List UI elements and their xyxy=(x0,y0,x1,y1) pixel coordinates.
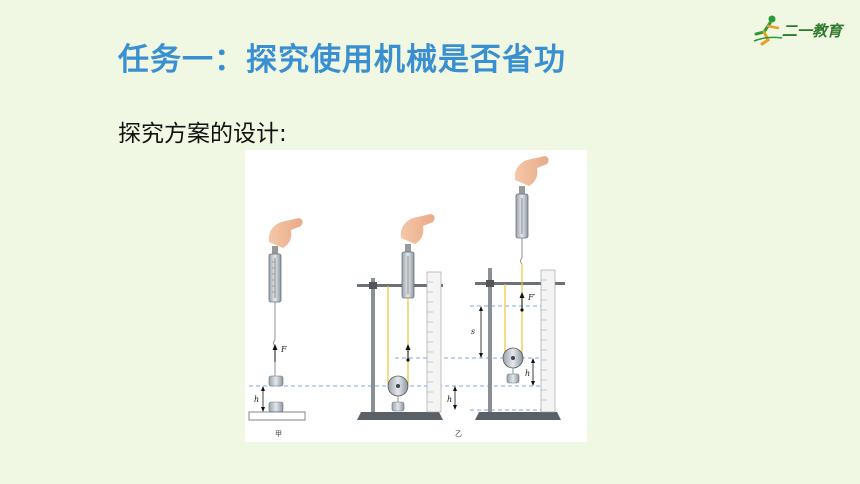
logo-text: 二一教育 xyxy=(782,22,843,40)
force-label-right: F′ xyxy=(527,293,536,302)
distance-label: s xyxy=(471,327,475,336)
panel-left: F h 甲 xyxy=(248,218,306,438)
ruler-right xyxy=(540,269,556,413)
pulley-experiment-diagram: F h 甲 xyxy=(248,156,565,438)
base-plate xyxy=(248,411,306,421)
section-subtitle: 探究方案的设计: xyxy=(118,121,287,147)
height-label-mid: h xyxy=(447,395,452,404)
running-figure-icon xyxy=(753,15,783,46)
panel-right: F′ s h xyxy=(471,156,565,420)
hand-icon xyxy=(514,156,549,186)
hand-icon xyxy=(400,214,435,244)
experiment-figure: F h 甲 xyxy=(245,150,587,442)
hand-icon xyxy=(268,218,303,248)
weight-raised xyxy=(268,375,284,387)
force-label-left: F xyxy=(280,345,287,354)
panel-middle: h 乙 xyxy=(357,214,462,438)
height-label-right: h xyxy=(525,369,530,378)
panel-label-right: 乙 xyxy=(455,430,462,438)
height-label-left: h xyxy=(254,395,259,404)
panel-label-left: 甲 xyxy=(275,430,282,438)
brand-logo: 二一教育 xyxy=(752,14,852,46)
weight-middle xyxy=(391,401,405,412)
weight-base xyxy=(268,401,284,413)
slide-title: 任务一：探究使用机械是否省功 xyxy=(118,42,566,78)
weight-right xyxy=(506,373,520,384)
